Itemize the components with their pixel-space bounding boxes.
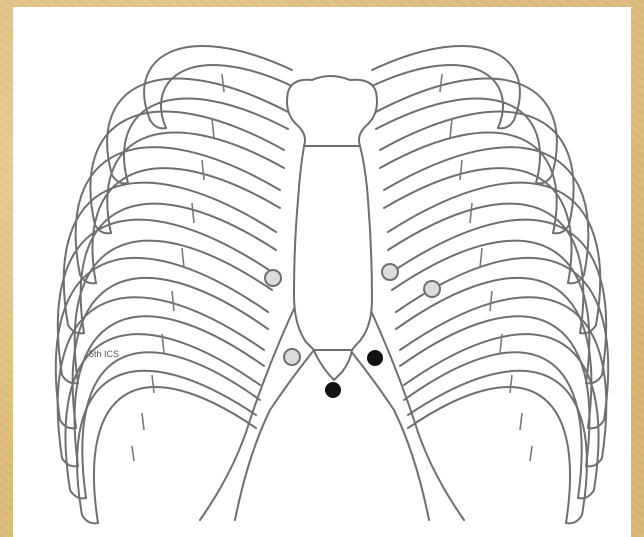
rib-right-7-inner [396, 278, 591, 428]
costal-junction-left-6 [172, 291, 174, 311]
electrode-marker-filled [367, 350, 383, 366]
sternum-body [294, 146, 372, 350]
rib-right-3-outer [380, 112, 574, 234]
costal-junction-left-4 [192, 203, 194, 223]
costal-junction-left-2 [212, 119, 214, 138]
electrode-marker-filled [325, 382, 341, 398]
costal-junction-right-10 [530, 446, 532, 461]
costal-junction-right-9 [520, 413, 522, 430]
costal-junction-right-4 [470, 203, 472, 223]
costal-junction-right-8 [510, 375, 512, 393]
rib-right-1-inner [372, 65, 503, 128]
costal-junction-right-5 [480, 248, 482, 268]
electrode-marker-open [284, 349, 300, 365]
intercostal-label: 5th ICS [89, 349, 119, 359]
costal-junction-right-6 [490, 291, 492, 311]
costal-junction-left-1 [222, 74, 224, 92]
costal-junction-right-1 [440, 74, 442, 92]
rib-left-3-outer [90, 112, 284, 234]
rib-left-10-inner [94, 387, 256, 523]
costal-junction-right-3 [460, 160, 462, 180]
rib-left-2-outer [107, 79, 288, 184]
electrode-marker-open [424, 281, 440, 297]
rib-left-10-outer [77, 371, 256, 524]
electrode-marker-open [382, 264, 398, 280]
manubrium [287, 76, 377, 146]
xiphoid-process [314, 350, 352, 380]
costal-junction-right-2 [450, 119, 452, 138]
right-ribs [372, 46, 608, 523]
costal-junction-left-3 [202, 160, 204, 180]
rib-cage-diagram: 5th ICS [13, 7, 631, 537]
costal-junction-left-9 [142, 413, 144, 430]
electrode-marker-open [265, 270, 281, 286]
rib-left-1-inner [161, 65, 292, 128]
diagram-panel: 5th ICS [13, 7, 631, 537]
left-ribs [56, 46, 292, 523]
costal-junction-left-8 [152, 375, 154, 393]
rib-right-2-outer [376, 79, 557, 184]
rib-right-10-inner [408, 387, 570, 523]
rib-right-10-outer [408, 371, 587, 524]
costal-junction-left-5 [182, 248, 184, 268]
costal-junction-left-10 [132, 446, 134, 461]
